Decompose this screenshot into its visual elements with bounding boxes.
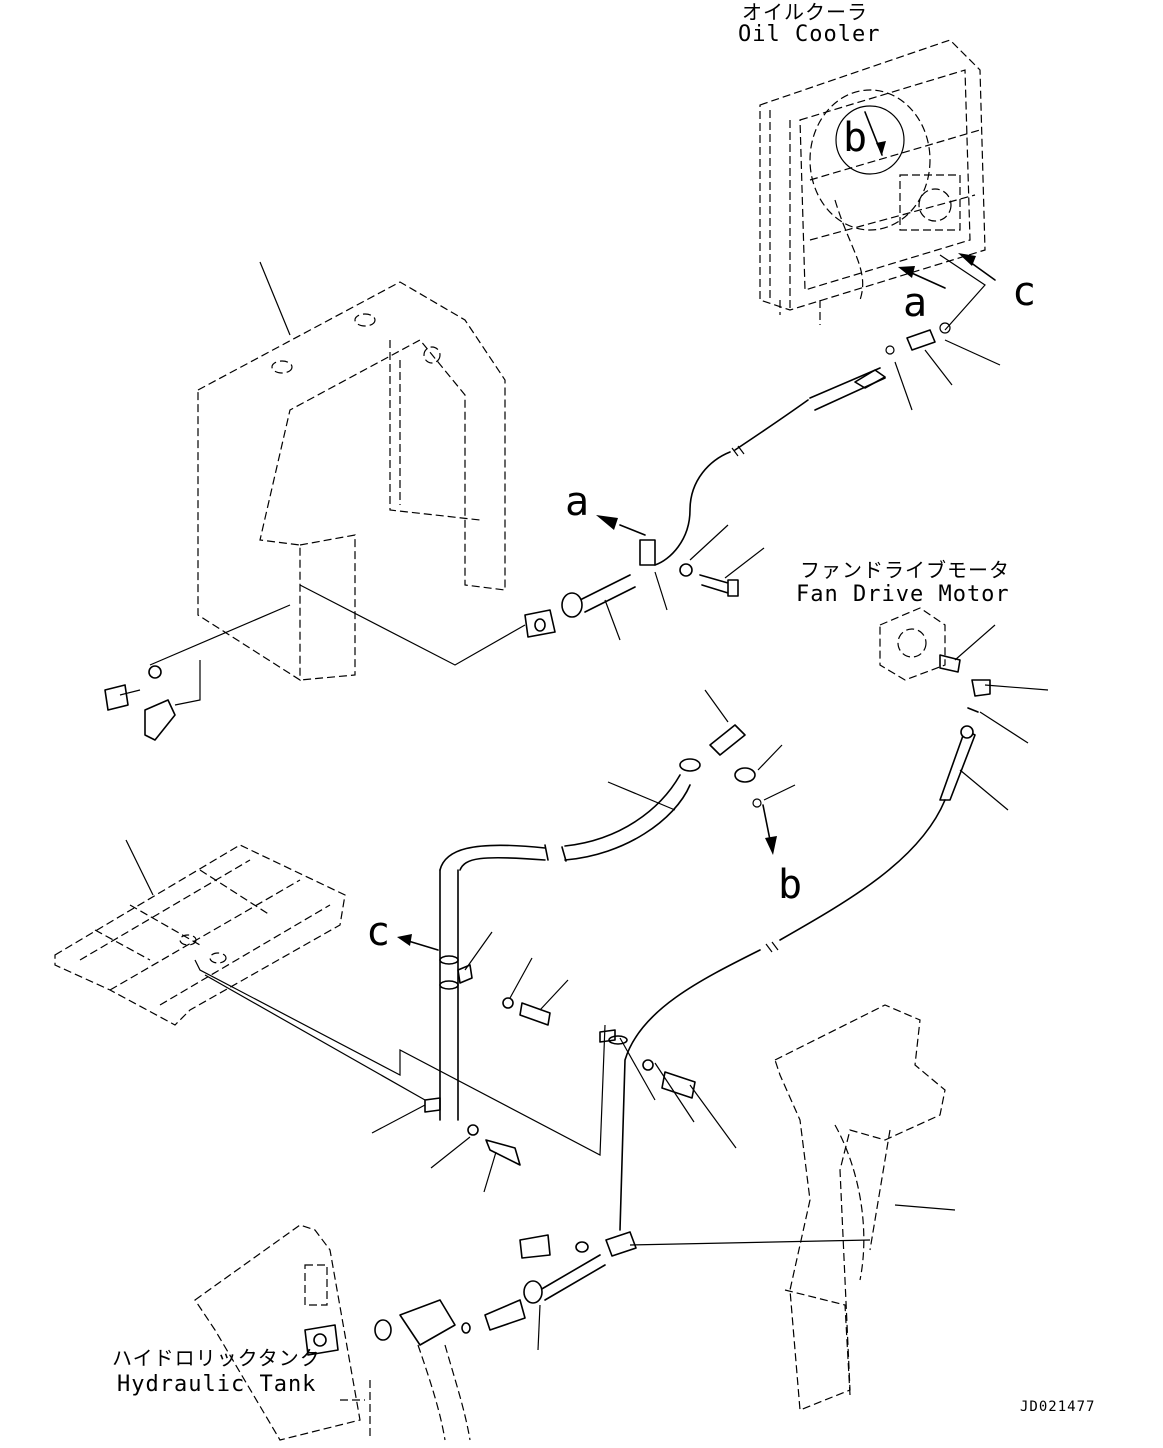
chassis-frame [54, 844, 346, 1026]
hydraulic-tank-label-en: Hydraulic Tank [117, 1372, 317, 1397]
connection-lines [194, 254, 986, 1246]
tank-side-fittings [104, 604, 291, 741]
upper-hose [524, 322, 951, 638]
left-frame [197, 281, 506, 682]
drain-hose [304, 725, 976, 1356]
callout-b-cooler: b [843, 115, 868, 161]
return-hose [424, 724, 762, 1166]
callout-a-cooler: a [903, 280, 928, 326]
mounting-bracket [774, 1004, 946, 1411]
fan-drive-motor-label-en: Fan Drive Motor [796, 582, 1010, 607]
oil-cooler-label-en: Oil Cooler [738, 22, 881, 47]
oil-cooler [759, 39, 986, 325]
callout-b-hose: b [778, 862, 803, 908]
hydraulic-tank-label-jp: ハイドロリックタンク [112, 1346, 321, 1370]
leader-lines [125, 261, 1049, 1351]
hydraulic-tank [194, 1224, 471, 1441]
callout-c-hose: c [366, 909, 391, 955]
oil-cooler-label-jp: オイルクーラ [742, 0, 868, 24]
direction-arrows [397, 253, 996, 951]
drawing-id: JD021477 [1020, 1399, 1096, 1415]
callout-a-hose: a [565, 479, 590, 525]
callout-c-cooler: c [1012, 269, 1037, 315]
fan-drive-motor-label-jp: ファンドライブモータ [800, 558, 1010, 582]
fan-drive-motor [879, 607, 991, 713]
